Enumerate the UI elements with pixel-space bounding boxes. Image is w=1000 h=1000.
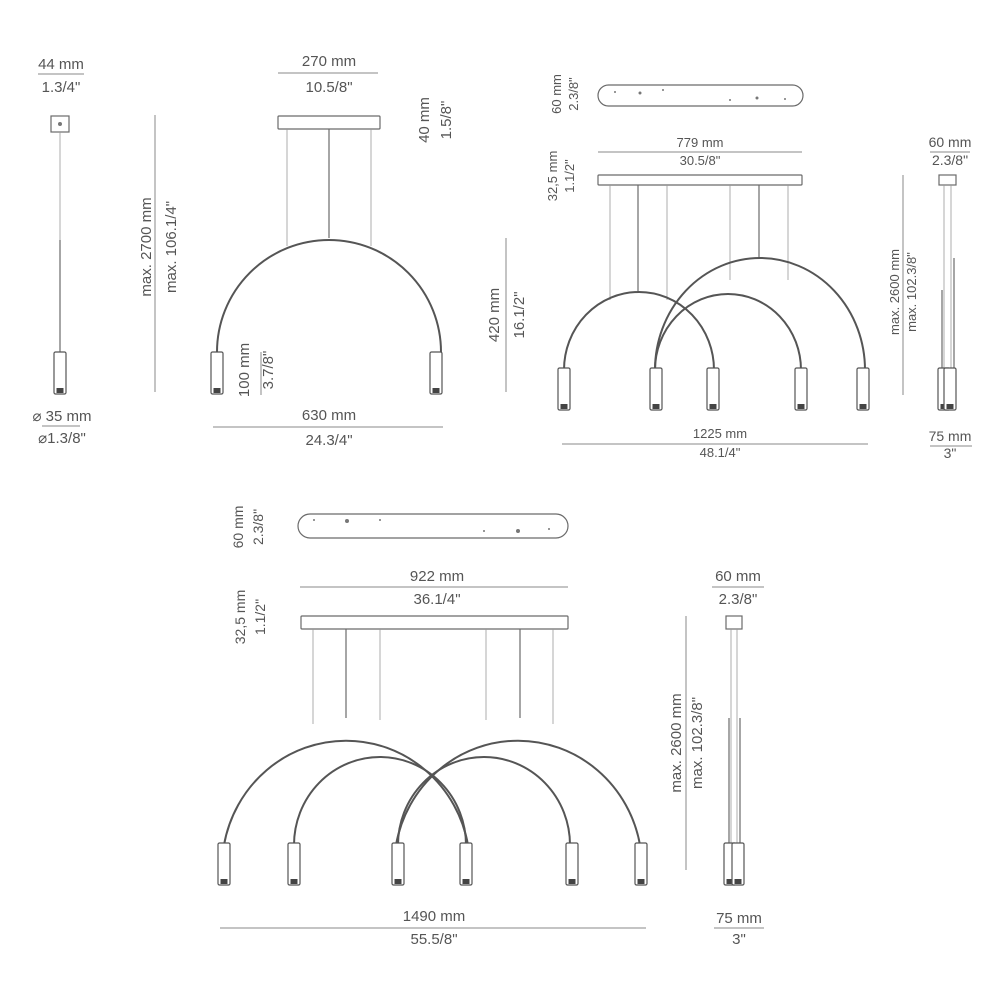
plate-depth-inch: 2.3/8" <box>250 509 266 545</box>
plate-depth-mm: 60 mm <box>230 506 246 549</box>
ceiling-plate <box>297 513 569 539</box>
lamp-head <box>943 367 957 411</box>
height-mm: max. 2600 mm <box>887 249 902 335</box>
canopy-width-mm: 922 mm <box>410 568 464 585</box>
canopy-width-mm: 44 mm <box>38 56 84 73</box>
lamp-head <box>557 367 571 411</box>
plate-hole <box>548 528 550 530</box>
canopy-height-mm: 40 mm <box>416 97 433 143</box>
arc <box>216 239 442 353</box>
canopy-depth-mm: 60 mm <box>929 134 972 150</box>
lamp-head <box>706 367 720 411</box>
figure-single-arc-front: 270 mm 10.5/8" 40 mm 1.5/8" 420 mm 16.1/… <box>210 53 528 449</box>
height-mm: max. 2700 mm <box>138 197 155 296</box>
base-depth-mm: 75 mm <box>929 428 972 444</box>
canopy-height-inch: 1.1/2" <box>252 599 268 635</box>
canopy-width-inch: 36.1/4" <box>413 591 460 608</box>
lamp-head <box>53 351 67 395</box>
canopy-width-inch: 1.3/4" <box>42 79 81 96</box>
plate-hole <box>379 519 381 521</box>
height-mm: max. 2600 mm <box>668 693 685 792</box>
canopy-height-mm: 32,5 mm <box>545 151 560 202</box>
canopy-hole <box>58 122 62 126</box>
canopy <box>725 615 743 630</box>
canopy-width-mm: 779 mm <box>677 135 724 150</box>
plate-depth-mm: 60 mm <box>549 74 564 114</box>
arc-inner-left <box>293 756 467 846</box>
canopy-width-inch: 10.5/8" <box>305 79 352 96</box>
canopy <box>938 174 957 186</box>
plate-hole <box>784 98 786 100</box>
lamp-head <box>731 842 745 886</box>
base-depth-inch: 3" <box>944 445 957 461</box>
base-depth-inch: 3" <box>732 931 746 948</box>
plate-hole <box>662 89 664 91</box>
lamp-head-left <box>210 351 224 395</box>
height-inch: max. 106.1/4" <box>163 201 180 293</box>
plate-depth-inch: 2.3/8" <box>566 77 581 111</box>
plate-hole <box>313 519 315 521</box>
width-mm: 630 mm <box>302 407 356 424</box>
plate-hole <box>638 91 642 95</box>
lamp-head <box>287 842 301 886</box>
plate-hole <box>755 96 759 100</box>
height-inch: max. 102.3/8" <box>689 697 706 789</box>
figure-triple-side: 60 mm 2.3/8" max. 2600 mm max. 102.3/8" … <box>887 134 972 461</box>
arc-inner <box>654 293 802 371</box>
lamp-head <box>459 842 473 886</box>
diameter-inch: ⌀1.3/8" <box>38 430 86 447</box>
canopy-height-mm: 32,5 mm <box>232 590 248 644</box>
figure-triple-arc-front: 60 mm 2.3/8" 779 mm 30.5/8" 32,5 mm 1.1/… <box>545 74 870 460</box>
width-mm: 1490 mm <box>403 908 466 925</box>
width-inch: 24.3/4" <box>305 432 352 449</box>
height-inch: max. 102.3/8" <box>904 252 919 332</box>
plate-hole <box>516 529 520 533</box>
width-inch: 48.1/4" <box>700 445 741 460</box>
lamp-head <box>634 842 648 886</box>
ceiling-plate <box>597 84 804 107</box>
width-inch: 55.5/8" <box>410 931 457 948</box>
lamp-head <box>856 367 870 411</box>
lamp-head <box>794 367 808 411</box>
diameter-mm: ⌀ 35 mm <box>32 408 91 425</box>
arc-large <box>654 257 866 371</box>
canopy-width-mm: 270 mm <box>302 53 356 70</box>
lamp-head <box>649 367 663 411</box>
plate-hole <box>614 91 616 93</box>
arc-height-inch: 16.1/2" <box>511 291 528 338</box>
canopy-height-inch: 1.1/2" <box>562 159 577 193</box>
lamp-head-right <box>429 351 443 395</box>
lamp-head <box>391 842 405 886</box>
canopy <box>277 115 381 130</box>
head-height-mm: 100 mm <box>236 343 253 397</box>
figure-quad-arc-front: 60 mm 2.3/8" 922 mm 36.1/4" 32,5 mm 1.1/… <box>217 506 648 948</box>
lamp-head <box>217 842 231 886</box>
plate-hole <box>729 99 731 101</box>
base-depth-mm: 75 mm <box>716 910 762 927</box>
arc-height-mm: 420 mm <box>486 288 503 342</box>
head-height-inch: 3.7/8" <box>260 351 277 390</box>
figure-quad-side: 60 mm 2.3/8" max. 2600 mm max. 102.3/8" … <box>668 568 764 948</box>
arc-left <box>563 291 715 371</box>
canopy <box>300 615 569 630</box>
canopy <box>597 174 803 186</box>
arc-large-left <box>223 739 469 846</box>
canopy-depth-inch: 2.3/8" <box>932 152 968 168</box>
canopy-depth-inch: 2.3/8" <box>719 591 758 608</box>
arc-inner-right <box>397 756 571 846</box>
figure-single-pendant-side: 44 mm 1.3/4" max. 2700 mm max. 106.1/4" … <box>32 56 180 447</box>
width-mm: 1225 mm <box>693 426 747 441</box>
lamp-head <box>565 842 579 886</box>
arc-large-right <box>395 739 641 846</box>
plate-hole <box>345 519 349 523</box>
canopy-depth-mm: 60 mm <box>715 568 761 585</box>
canopy-height-inch: 1.5/8" <box>438 101 455 140</box>
plate-hole <box>483 530 485 532</box>
canopy-width-inch: 30.5/8" <box>680 153 721 168</box>
